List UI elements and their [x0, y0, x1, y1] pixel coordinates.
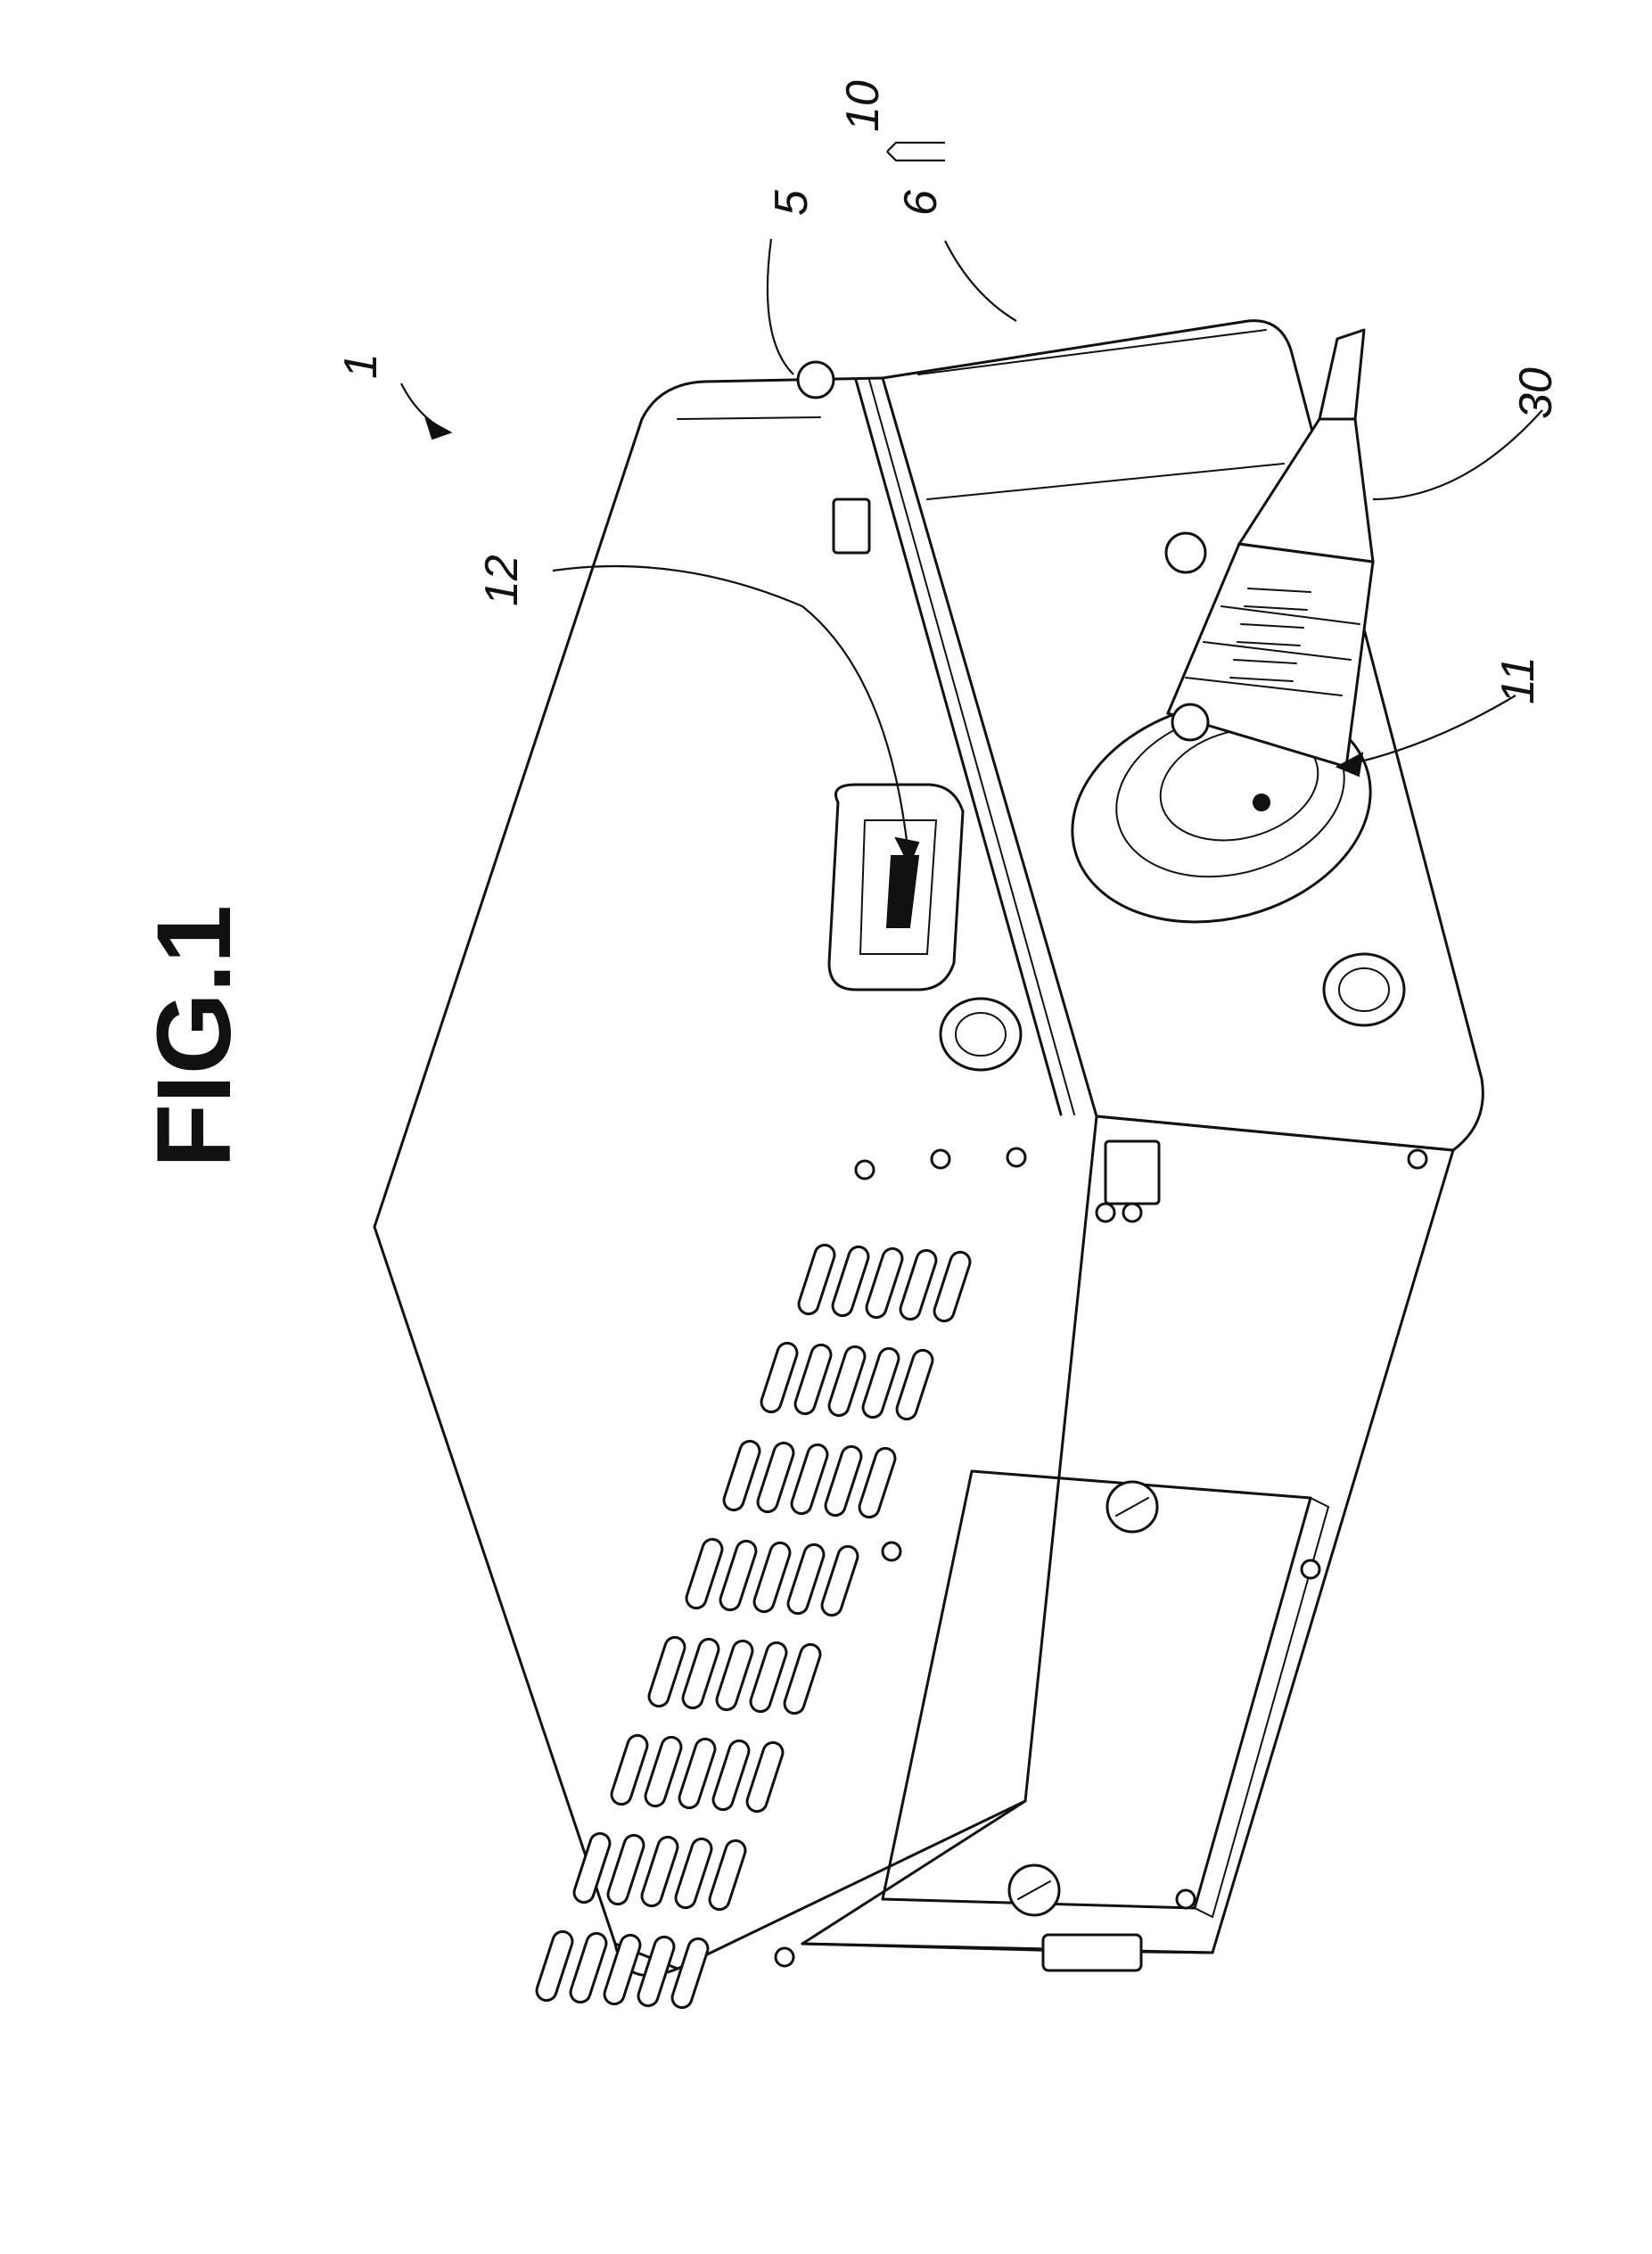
label-30: 30 [1510, 367, 1562, 419]
switch-icon [834, 499, 869, 553]
vent-slot [602, 1933, 643, 2007]
screw-icon [776, 1948, 793, 1966]
vent-slot [864, 1246, 905, 1320]
vent-slot [819, 1544, 860, 1618]
vent-slot [823, 1444, 864, 1518]
label-5: 5 [766, 189, 818, 216]
knob-icon [798, 362, 834, 398]
vent-slot [684, 1537, 725, 1611]
screw-icon [883, 1542, 900, 1560]
vent-slot [857, 1446, 898, 1520]
vent-slot [748, 1641, 789, 1715]
label-1: 1 [335, 353, 387, 379]
vent-slot [744, 1740, 785, 1814]
vent-slot [860, 1346, 901, 1420]
vent-slot [796, 1243, 837, 1317]
vent-slot [721, 1439, 762, 1513]
cable-strain-relief [1239, 419, 1373, 562]
vent-slot [605, 1833, 646, 1907]
label-6: 6 [895, 190, 947, 216]
vent-slot [932, 1250, 973, 1324]
vent-slot [707, 1839, 748, 1913]
vent-slot [639, 1835, 680, 1909]
vent-slot [785, 1542, 826, 1616]
vent-slot [830, 1245, 871, 1319]
vent-slot [826, 1345, 867, 1419]
terminal-block [1097, 1141, 1159, 1222]
screw-icon [856, 1161, 874, 1179]
vent-slot [643, 1735, 684, 1809]
leader-6 [945, 241, 1016, 321]
vent-slot [898, 1248, 939, 1322]
vent-slot [752, 1541, 793, 1615]
vent-slot [894, 1348, 935, 1422]
vent-slot [609, 1733, 650, 1807]
label-11: 11 [1492, 656, 1544, 704]
screw-icon [1409, 1150, 1426, 1168]
vent-slot [755, 1441, 796, 1515]
screw-icon [932, 1150, 949, 1168]
leader-30 [1373, 410, 1542, 499]
vent-slot [670, 1937, 711, 2011]
vent-slot [789, 1443, 830, 1517]
screw-icon [1007, 1148, 1025, 1166]
vent-slot [646, 1635, 687, 1709]
cable [1319, 330, 1364, 419]
leader-11 [1337, 695, 1516, 767]
panel-screws [776, 1148, 1426, 1966]
label-10: 10 [837, 80, 889, 132]
vent-slot [759, 1341, 800, 1415]
brace-10 [887, 143, 945, 160]
vent-slot [677, 1737, 718, 1811]
vent-slot [680, 1637, 721, 1711]
screw-icon [1302, 1560, 1319, 1578]
front-round-button-lower [1324, 954, 1404, 1025]
front-round-button-upper [941, 999, 1021, 1070]
vent-slot [673, 1837, 714, 1911]
vent-slot [534, 1929, 575, 2003]
vent-slot [568, 1931, 609, 2005]
card-slot [829, 785, 963, 990]
vent-slot [782, 1642, 823, 1716]
leader-5 [768, 239, 793, 374]
plug-connector [1166, 330, 1373, 810]
vent-slot [793, 1343, 834, 1417]
vent-slot [711, 1739, 752, 1813]
screw-icon [1177, 1890, 1195, 1908]
figure-title: FIG.1 [136, 905, 253, 1168]
vent-slot [718, 1539, 759, 1613]
leader-1 [401, 383, 450, 432]
foot-icon [1043, 1935, 1141, 1970]
label-12: 12 [476, 555, 528, 606]
vent-slot [571, 1831, 612, 1905]
vent-slot [714, 1639, 755, 1713]
